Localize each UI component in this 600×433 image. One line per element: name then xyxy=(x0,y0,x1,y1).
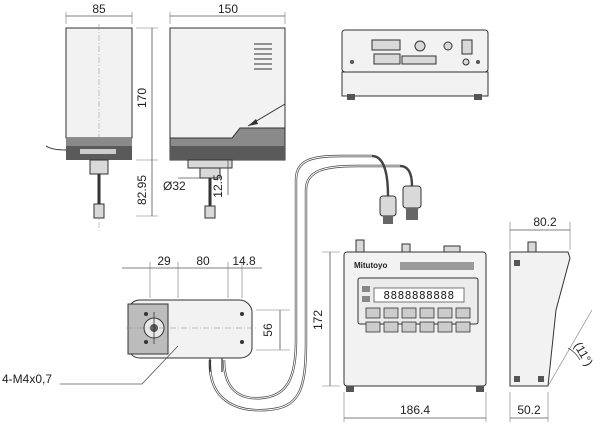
key-6 xyxy=(455,307,471,319)
key-5 xyxy=(437,307,453,319)
front-dims: 85 170 82.95 xyxy=(65,2,158,217)
probe-diameter-label: Ø32 xyxy=(163,179,186,193)
vent-grille xyxy=(254,43,272,70)
mount-hole-4 xyxy=(240,340,244,344)
cables xyxy=(208,154,422,412)
side-unit-dims: 80.2 50.2 (11°) xyxy=(509,215,596,422)
side-base-label: 50.2 xyxy=(517,403,541,417)
mount-hole-1 xyxy=(144,312,148,316)
front-view xyxy=(45,24,133,232)
side-probe-tip xyxy=(204,205,216,219)
mount-hole-2 xyxy=(144,340,148,344)
connector-plug-1 xyxy=(379,195,397,217)
connector-plug-2 xyxy=(402,185,422,209)
angle-arc xyxy=(567,347,581,361)
key-2 xyxy=(383,307,399,319)
key-3 xyxy=(401,307,417,319)
unit-dims: 172 186.4 xyxy=(311,251,487,422)
rear-connector-3 xyxy=(401,55,437,65)
leader-arrowhead xyxy=(248,119,258,126)
control-unit-side xyxy=(509,241,593,387)
cable-branch-1 xyxy=(371,154,390,197)
front-width-label: 85 xyxy=(92,2,106,16)
head-bottom-view xyxy=(126,299,256,372)
rear-connector-1 xyxy=(371,39,401,51)
key-4 xyxy=(419,307,435,319)
front-probe-tip xyxy=(93,203,105,219)
side-body xyxy=(169,27,286,139)
key-7 xyxy=(365,321,381,333)
head-cable-exit xyxy=(209,358,223,372)
mount-hole-3 xyxy=(240,312,244,316)
control-unit-front: Mitutoyo 8888888888 xyxy=(343,239,487,392)
side-view xyxy=(169,27,286,219)
key-11 xyxy=(437,321,453,333)
side-depth-label: 80.2 xyxy=(533,215,557,229)
front-label-plate xyxy=(80,149,116,154)
key-10 xyxy=(419,321,435,333)
mount-hole-leader xyxy=(60,345,179,385)
unit-height-label: 172 xyxy=(311,310,325,330)
key-12 xyxy=(455,321,471,333)
side-band xyxy=(170,146,285,160)
rear-foot-right xyxy=(474,94,482,100)
unit-side-body xyxy=(509,251,571,387)
side-width-label: 150 xyxy=(218,2,238,16)
rear-connector-2 xyxy=(373,53,401,65)
rear-screw-right xyxy=(476,60,480,64)
front-cable-stub xyxy=(45,145,67,151)
probe-length-label: 82.95 xyxy=(135,175,149,205)
side-base-plate xyxy=(187,159,233,169)
rear-panel-view xyxy=(341,29,489,100)
head-dim-c: 14.8 xyxy=(232,254,256,268)
front-neck xyxy=(89,159,109,175)
mount-holes-label: 4-M4x0,7 xyxy=(2,372,52,386)
head-dims: 29 80 14.8 56 4-M4x0,7 xyxy=(2,254,290,386)
keypad xyxy=(365,307,471,333)
key-8 xyxy=(383,321,399,333)
front-band-top xyxy=(66,138,132,146)
rear-round-port xyxy=(414,40,426,52)
model-plate xyxy=(400,262,474,270)
display-window xyxy=(373,287,465,303)
side-dims: 150 Ø32 12.5 xyxy=(163,2,286,198)
head-depth-label: 56 xyxy=(261,323,275,337)
rear-knob xyxy=(443,41,453,51)
unit-width-label: 186.4 xyxy=(400,403,430,417)
cable-branch-2 xyxy=(399,164,414,187)
display-readout: 8888888888 xyxy=(383,289,454,302)
tilt-angle-label: (11°) xyxy=(571,340,596,369)
head-dim-a: 29 xyxy=(157,254,171,268)
rear-small-port xyxy=(462,58,470,66)
rear-panel-base xyxy=(341,71,489,97)
height-label: 170 xyxy=(135,88,149,108)
head-dim-b: 80 xyxy=(196,254,210,268)
connector-tip-1 xyxy=(383,216,393,224)
rear-foot-left xyxy=(347,94,355,100)
base-step-label: 12.5 xyxy=(211,174,225,198)
key-9 xyxy=(401,321,417,333)
key-1 xyxy=(365,307,381,319)
rear-screw-left xyxy=(350,60,354,64)
connector-tip-2 xyxy=(406,208,418,220)
rear-switch xyxy=(461,39,473,55)
brand-label: Mitutoyo xyxy=(354,261,387,270)
